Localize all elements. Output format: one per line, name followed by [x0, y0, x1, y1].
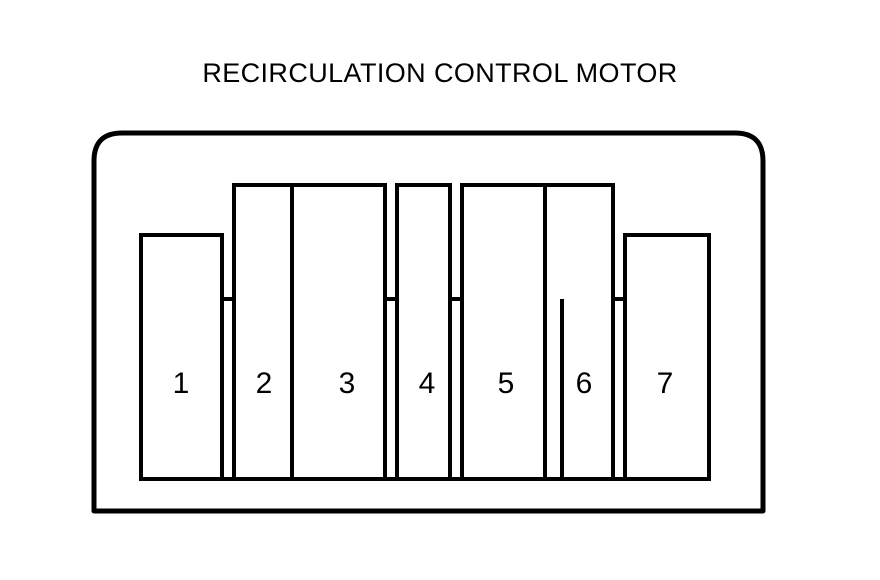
pin-label-3: 3 — [339, 367, 356, 400]
pin-label-6: 6 — [576, 367, 593, 400]
pin-label-1: 1 — [173, 367, 190, 400]
pin-label-7: 7 — [657, 367, 674, 400]
pin-label-5: 5 — [498, 367, 515, 400]
page-title: RECIRCULATION CONTROL MOTOR — [202, 58, 678, 88]
pin-label-2: 2 — [256, 367, 273, 400]
pin-label-4: 4 — [419, 367, 436, 400]
connector-shell-outline — [91, 130, 766, 514]
